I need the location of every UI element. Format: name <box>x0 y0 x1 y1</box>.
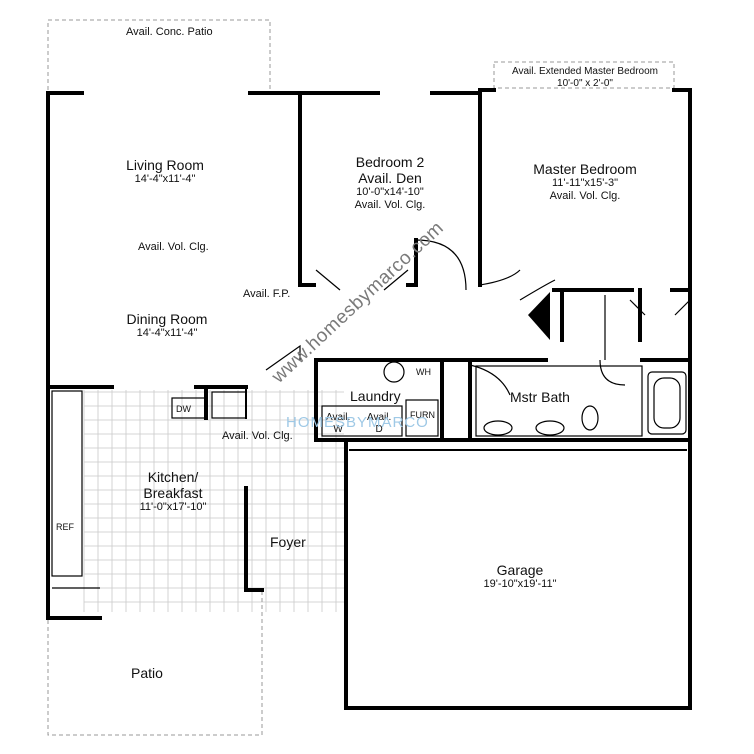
master-bedroom-dim: 11'-11"x15'-3" <box>551 177 619 190</box>
wall-corner-fill <box>528 292 550 340</box>
dining-room-dim: 14'-4"x11'-4" <box>136 327 198 340</box>
dryer-letter: D <box>375 423 383 435</box>
conc-patio-label: Avail. Conc. Patio <box>126 26 213 38</box>
dining-room-label: Dining Room 14'-4"x11'-4" <box>112 311 222 340</box>
garage-name: Garage <box>496 562 544 578</box>
bedroom-2-name: Bedroom 2 <box>355 154 425 170</box>
master-bedroom-note: Avail. Vol. Clg. <box>549 189 621 202</box>
kitchen-label: Kitchen/ Breakfast 11'-0"x17'-10" <box>118 469 228 514</box>
kitchen-name2: Breakfast <box>143 485 203 502</box>
bedroom-2-alt: Avail. Den <box>358 170 422 187</box>
washer-label: Avail. W <box>326 412 350 435</box>
dishwasher-label: DW <box>176 404 191 414</box>
ext-master-dim: 10'-0" x 2'-0" <box>557 77 613 89</box>
washer-letter: W <box>333 423 343 435</box>
kitchen-name: Kitchen/ <box>147 469 199 485</box>
kitchen-dim: 11'-0"x17'-10" <box>139 501 207 514</box>
garage-dim: 19'-10"x19'-11" <box>483 578 557 591</box>
water-heater-label: WH <box>416 367 431 377</box>
garage-label: Garage 19'-10"x19'-11" <box>460 562 580 591</box>
ext-master-label: Avail. Extended Master Bedroom 10'-0" x … <box>500 66 670 89</box>
master-bedroom-label: Master Bedroom 11'-11"x15'-3" Avail. Vol… <box>520 161 650 202</box>
master-bath-label: Mstr Bath <box>510 389 570 405</box>
dining-room-name: Dining Room <box>126 311 208 327</box>
watermark-brand: HOMESBYMARCO <box>286 414 429 431</box>
living-room-dim: 14'-4"x11'-4" <box>134 173 196 186</box>
patio-outlines <box>47 19 675 736</box>
fireplace-label: Avail. F.P. <box>243 288 291 300</box>
kitchen-tile-grid <box>83 390 344 612</box>
laundry-label: Laundry <box>350 388 401 404</box>
washer-avail: Avail. <box>326 412 351 423</box>
living-room-name: Living Room <box>126 157 204 173</box>
ext-master-name: Avail. Extended Master Bedroom <box>511 66 658 77</box>
dryer-avail: Avail. <box>367 412 392 423</box>
furnace-label: FURN <box>410 410 435 420</box>
living-room-label: Living Room 14'-4"x11'-4" <box>110 157 220 186</box>
bedroom-2-note: Avail. Vol. Clg. <box>354 198 426 211</box>
thin-details <box>51 239 691 589</box>
bedroom-2-label: Bedroom 2 Avail. Den 10'-0"x14'-10" Avai… <box>330 154 450 211</box>
master-bedroom-name: Master Bedroom <box>533 161 637 177</box>
kitchen-vol-clg-label: Avail. Vol. Clg. <box>222 430 293 442</box>
patio-label: Patio <box>131 665 163 681</box>
living-vol-clg-label: Avail. Vol. Clg. <box>138 241 209 253</box>
dryer-label: Avail. D <box>367 412 391 435</box>
bedroom-2-dim: 10'-0"x14'-10" <box>356 186 424 199</box>
foyer-label: Foyer <box>270 534 306 550</box>
refrigerator-label: REF <box>56 522 74 532</box>
